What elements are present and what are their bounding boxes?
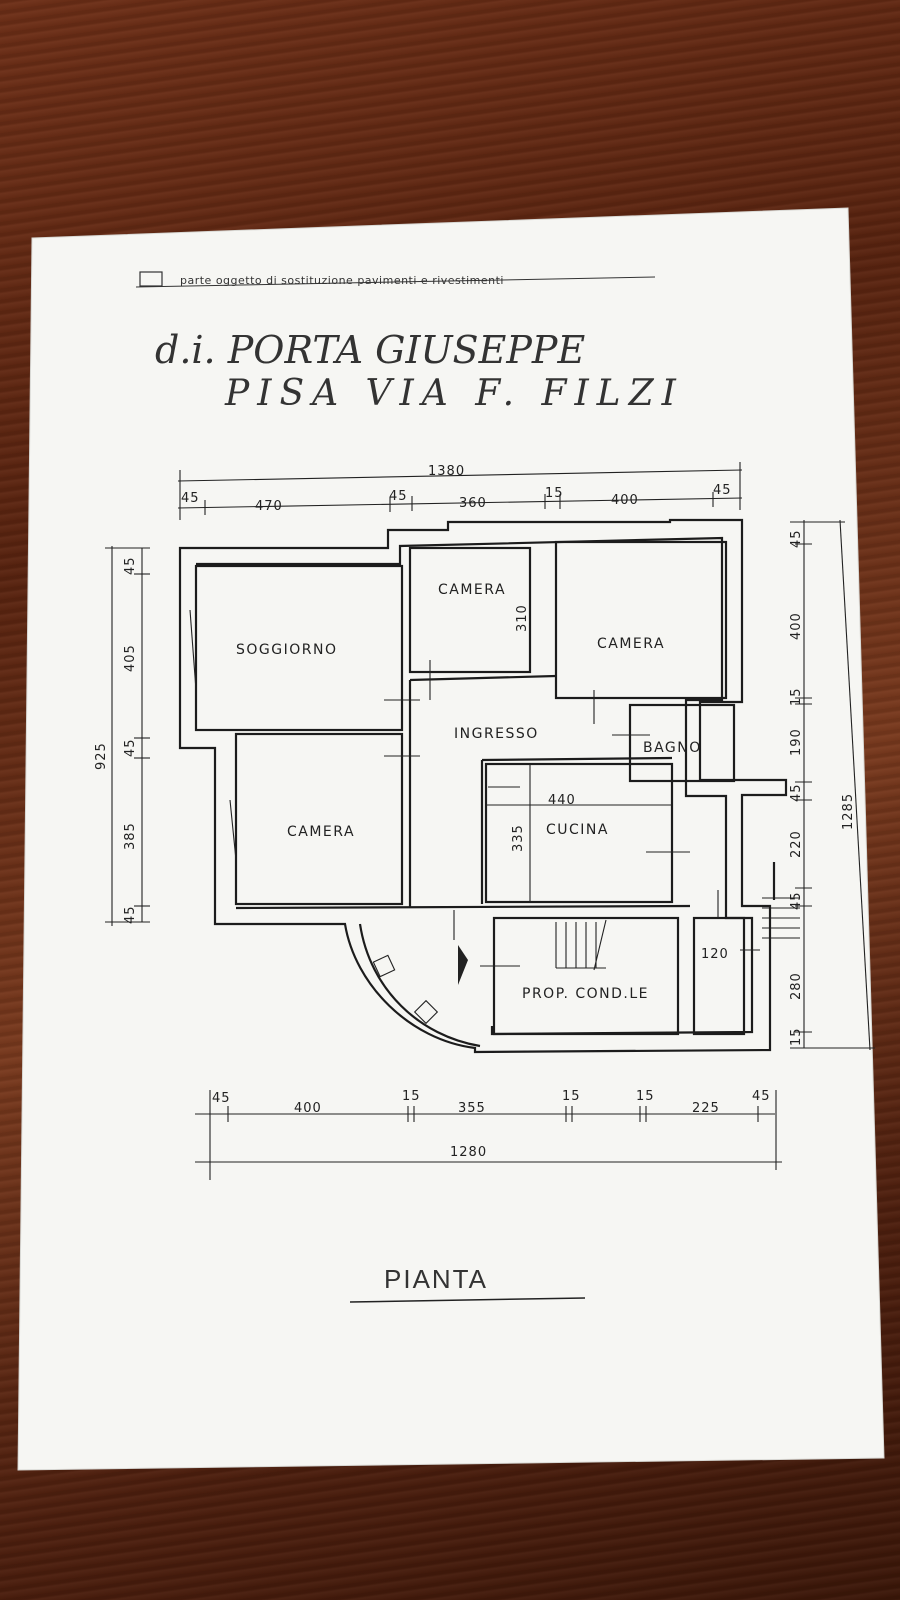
dim-inner-cucina-width: 440	[548, 793, 576, 808]
title-underline	[349, 1297, 586, 1303]
dim-bottom-2: 400	[294, 1101, 322, 1116]
dim-right-total: 1285	[841, 793, 856, 830]
dim-left-3: 45	[123, 738, 138, 757]
dim-right-5: 45	[789, 783, 804, 802]
dim-bottom-3: 15	[402, 1089, 421, 1104]
dim-left-total: 925	[94, 742, 109, 770]
paper-sheet	[17, 207, 885, 1471]
dim-bottom-8: 45	[752, 1089, 771, 1104]
dim-bottom-1: 45	[212, 1091, 231, 1106]
dim-top-1: 45	[181, 491, 200, 506]
dim-bottom-total: 1280	[450, 1145, 487, 1160]
room-camera-right-outline	[554, 540, 728, 700]
dim-top-2: 470	[255, 499, 283, 514]
right-dimensions: 45 400 15 190 45 220 45 280 15 1285	[789, 519, 875, 1051]
left-dimensions: 925 45 405 45 385 45	[94, 546, 150, 926]
dim-inner-small-width: 120	[701, 947, 729, 962]
room-label-ingresso: INGRESSO	[454, 726, 539, 742]
dim-top-5: 15	[545, 486, 564, 501]
top-dimensions: 1380 45 470 45 360 15 400 45	[177, 462, 743, 520]
room-soggiorno-outline	[194, 564, 404, 732]
bottom-dimensions: 45 400 15 355 15 15 225 45 1280	[195, 1089, 782, 1180]
room-label-cucina: CUCINA	[546, 822, 609, 838]
dim-right-8: 280	[789, 972, 804, 1000]
room-small-120-outline	[692, 916, 746, 1036]
room-bagno-outline	[628, 703, 736, 783]
room-prop-cond-outline	[492, 916, 680, 1036]
dim-right-2: 400	[789, 612, 804, 640]
dim-top-7: 45	[713, 483, 732, 498]
dim-top-total: 1380	[428, 464, 465, 479]
door-marks	[189, 609, 760, 967]
room-label-bagno: BAGNO	[643, 740, 702, 756]
dim-bottom-6: 15	[636, 1089, 655, 1104]
room-label-camera-right: CAMERA	[597, 636, 665, 652]
dim-bottom-4: 355	[458, 1101, 486, 1116]
room-label-camera-top: CAMERA	[438, 582, 506, 598]
room-cucina-outline	[484, 762, 674, 904]
room-camera-left-outline	[234, 732, 404, 906]
plan-title: PIANTA	[384, 1264, 488, 1294]
handwritten-address: PISA VIA F. FILZI	[224, 373, 684, 414]
dim-right-1: 45	[789, 529, 804, 548]
dim-left-4: 385	[123, 822, 138, 850]
room-label-camera-left: CAMERA	[287, 824, 355, 840]
dim-top-6: 400	[611, 493, 639, 508]
legend-box-icon	[139, 271, 163, 287]
dim-inner-camera-height: 310	[515, 604, 530, 632]
dim-left-1: 45	[123, 556, 138, 575]
room-camera-top-outline	[408, 546, 532, 674]
dim-left-5: 45	[123, 905, 138, 924]
handwritten-owner: d.i. PORTA GIUSEPPE	[155, 328, 585, 372]
dim-right-3: 15	[789, 687, 804, 706]
dim-top-4: 360	[459, 496, 487, 511]
entrance-arrow-icon	[458, 945, 468, 985]
dim-right-7: 45	[789, 891, 804, 910]
stair-treads	[555, 919, 607, 971]
dim-right-6: 220	[789, 830, 804, 858]
dim-bottom-7: 225	[692, 1101, 720, 1116]
room-label-soggiorno: SOGGIORNO	[236, 642, 337, 658]
legend-underline	[135, 276, 656, 288]
dim-right-4: 190	[789, 728, 804, 756]
dim-right-9: 15	[789, 1027, 804, 1046]
external-stairs	[762, 862, 800, 939]
room-label-prop-cond: PROP. COND.LE	[522, 986, 649, 1002]
plan-walls	[178, 518, 800, 1054]
legend-text: parte oggetto di sostituzione pavimenti …	[180, 274, 504, 287]
dim-top-3: 45	[389, 489, 408, 504]
dim-bottom-5: 15	[562, 1089, 581, 1104]
dim-left-2: 405	[123, 644, 138, 672]
dim-inner-cucina-height: 335	[511, 824, 526, 852]
